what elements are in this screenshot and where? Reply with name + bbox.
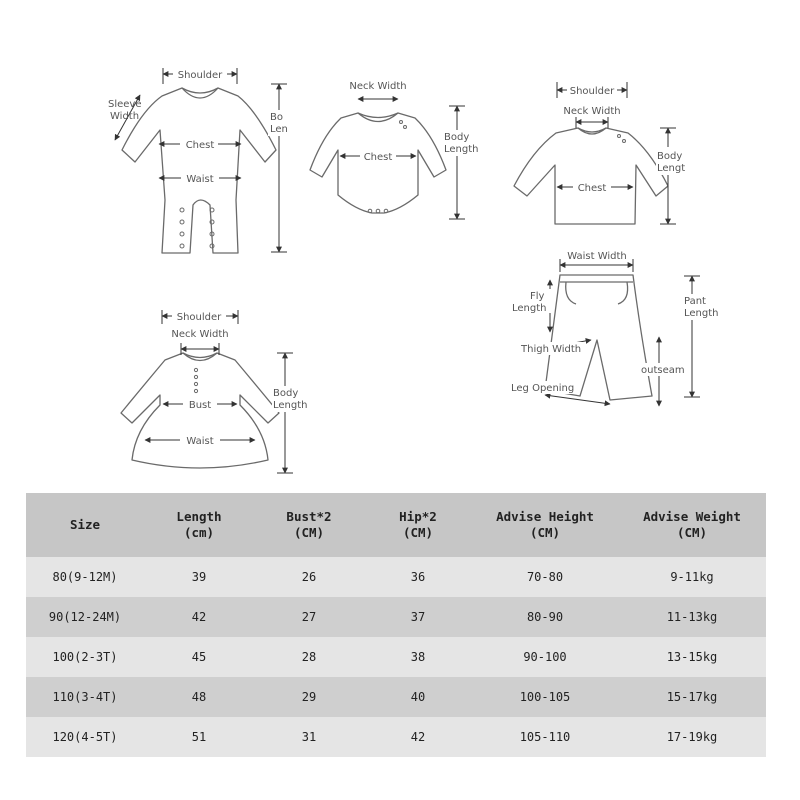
dress-shoulder-label: Shoulder bbox=[177, 312, 222, 323]
header-bust: Bust*2(CM) bbox=[254, 493, 364, 557]
pants-pocket-right bbox=[617, 281, 629, 305]
romper-body-length-label-1: Bo bbox=[270, 112, 283, 123]
dress-waist-label: Waist bbox=[186, 436, 213, 447]
shirt-diagram: Shoulder Neck Width Chest Body Lengt bbox=[513, 82, 692, 225]
pants-leg-opening-label: Leg Opening bbox=[511, 383, 574, 394]
dress-body-length-label-2: Length bbox=[273, 400, 308, 411]
diagrams-svg: Shoulder Sleeve Width Chest Waist Bo Len… bbox=[108, 67, 722, 474]
cell-hip: 40 bbox=[364, 677, 472, 717]
shirt-body-length-label-2: Lengt bbox=[657, 163, 685, 174]
cell-advise-weight: 11-13kg bbox=[618, 597, 766, 637]
shirt-buttons bbox=[617, 134, 626, 143]
pants-fly-length-label-2: Length bbox=[512, 303, 547, 314]
pants-outseam-label: outseam bbox=[641, 365, 685, 376]
romper-body-length-label-2: Len bbox=[270, 124, 288, 135]
romper-outline bbox=[121, 87, 277, 254]
pants-pant-length-label-2: Length bbox=[684, 308, 719, 319]
cell-size: 110(3-4T) bbox=[26, 677, 144, 717]
bodysuit-collar bbox=[357, 112, 399, 123]
pants-pocket-left bbox=[565, 281, 577, 305]
pants-thigh-width-label: Thigh Width bbox=[520, 344, 581, 355]
cell-advise-height: 100-105 bbox=[472, 677, 618, 717]
cell-size: 90(12-24M) bbox=[26, 597, 144, 637]
bodysuit-body-length-label-2: Length bbox=[444, 144, 479, 155]
bodysuit-diagram: Neck Width Chest Body Length bbox=[309, 81, 483, 220]
dress-buttons bbox=[193, 367, 199, 394]
pants-pant-length-label-1: Pant bbox=[684, 296, 706, 307]
cell-advise-height: 70-80 bbox=[472, 557, 618, 597]
cell-size: 100(2-3T) bbox=[26, 637, 144, 677]
cell-advise-height: 80-90 bbox=[472, 597, 618, 637]
shirt-shoulder-label: Shoulder bbox=[570, 86, 615, 97]
cell-advise-weight: 9-11kg bbox=[618, 557, 766, 597]
table-header-row: Size Length(cm) Bust*2(CM) Hip*2(CM) Adv… bbox=[26, 493, 766, 557]
cell-advise-weight: 13-15kg bbox=[618, 637, 766, 677]
romper-diagram: Shoulder Sleeve Width Chest Waist Bo Len bbox=[108, 67, 290, 254]
cell-advise-weight: 15-17kg bbox=[618, 677, 766, 717]
dress-collar bbox=[182, 352, 218, 362]
header-advise-weight: Advise Weight(CM) bbox=[618, 493, 766, 557]
cell-hip: 37 bbox=[364, 597, 472, 637]
shirt-neck-width-label: Neck Width bbox=[563, 106, 620, 117]
bodysuit-neck-width-label: Neck Width bbox=[349, 81, 406, 92]
table-row: 100(2-3T) 45 28 38 90-100 13-15kg bbox=[26, 637, 766, 677]
romper-shoulder-label: Shoulder bbox=[178, 70, 223, 81]
header-length: Length(cm) bbox=[144, 493, 254, 557]
romper-waist-label: Waist bbox=[186, 174, 213, 185]
cell-hip: 36 bbox=[364, 557, 472, 597]
cell-length: 48 bbox=[144, 677, 254, 717]
romper-collar bbox=[181, 87, 219, 99]
cell-bust: 28 bbox=[254, 637, 364, 677]
table-row: 80(9-12M) 39 26 36 70-80 9-11kg bbox=[26, 557, 766, 597]
cell-advise-height: 90-100 bbox=[472, 637, 618, 677]
bodysuit-snaps bbox=[367, 120, 407, 214]
cell-length: 39 bbox=[144, 557, 254, 597]
table-row: 90(12-24M) 42 27 37 80-90 11-13kg bbox=[26, 597, 766, 637]
dress-body-length-label-1: Body bbox=[273, 388, 298, 399]
bodysuit-chest-label: Chest bbox=[364, 152, 393, 163]
pants-fly-length-label-1: Fly bbox=[530, 291, 545, 302]
cell-advise-height: 105-110 bbox=[472, 717, 618, 757]
cell-advise-weight: 17-19kg bbox=[618, 717, 766, 757]
cell-hip: 42 bbox=[364, 717, 472, 757]
size-chart-table: Size Length(cm) Bust*2(CM) Hip*2(CM) Adv… bbox=[26, 493, 766, 757]
cell-length: 45 bbox=[144, 637, 254, 677]
table-row: 120(4-5T) 51 31 42 105-110 17-19kg bbox=[26, 717, 766, 757]
bodysuit-body-length-label-1: Body bbox=[444, 132, 469, 143]
header-size: Size bbox=[26, 493, 144, 557]
cell-bust: 29 bbox=[254, 677, 364, 717]
pants-diagram: Waist Width Fly Length Pant Length Thigh… bbox=[509, 249, 722, 407]
romper-sleeve-width-label-1: Sleeve bbox=[108, 99, 142, 110]
cell-bust: 26 bbox=[254, 557, 364, 597]
shirt-outline bbox=[513, 127, 669, 225]
dress-outline bbox=[120, 352, 280, 469]
cell-hip: 38 bbox=[364, 637, 472, 677]
header-advise-height: Advise Height(CM) bbox=[472, 493, 618, 557]
garment-diagrams: Shoulder Sleeve Width Chest Waist Bo Len… bbox=[108, 67, 722, 474]
dress-bust-label: Bust bbox=[189, 400, 211, 411]
cell-size: 120(4-5T) bbox=[26, 717, 144, 757]
cell-length: 42 bbox=[144, 597, 254, 637]
cell-length: 51 bbox=[144, 717, 254, 757]
shirt-body-length-label-1: Body bbox=[657, 151, 682, 162]
shirt-chest-label: Chest bbox=[578, 183, 607, 194]
romper-sleeve-width-label-2: Width bbox=[110, 111, 139, 122]
pants-waist-width-label: Waist Width bbox=[567, 251, 627, 262]
romper-chest-label: Chest bbox=[186, 140, 215, 151]
cell-size: 80(9-12M) bbox=[26, 557, 144, 597]
cell-bust: 27 bbox=[254, 597, 364, 637]
shirt-collar bbox=[577, 127, 607, 135]
dress-diagram: Shoulder Neck Width Bust Waist Body Leng… bbox=[120, 309, 312, 474]
table-row: 110(3-4T) 48 29 40 100-105 15-17kg bbox=[26, 677, 766, 717]
cell-bust: 31 bbox=[254, 717, 364, 757]
dress-neck-width-label: Neck Width bbox=[171, 329, 228, 340]
romper-snaps bbox=[179, 207, 215, 249]
header-hip: Hip*2(CM) bbox=[364, 493, 472, 557]
